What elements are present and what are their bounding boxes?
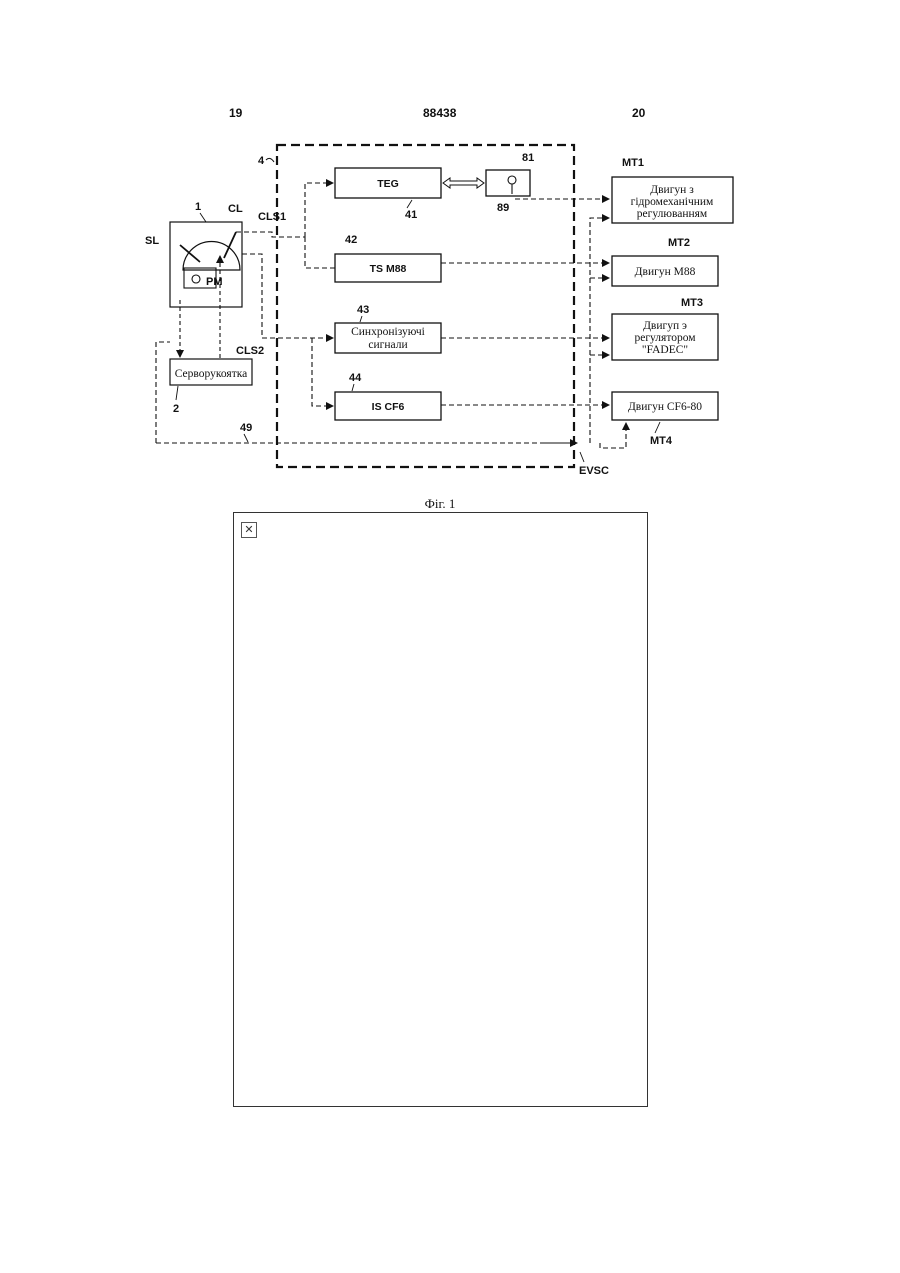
module-81-box	[486, 170, 530, 196]
mt4-label: Двигун CF6-80	[628, 401, 702, 413]
module-81-number: 81	[522, 152, 534, 164]
evsc-label: EVSC	[579, 465, 609, 477]
mt2-tag: MT2	[668, 237, 690, 249]
evsc-bus	[590, 218, 609, 443]
pm-circle	[192, 275, 200, 283]
ts-label: TS M88	[370, 263, 407, 275]
cls1-to-teg	[305, 183, 333, 237]
mt1-line3: регулюванням	[637, 208, 708, 220]
mt4-tag: MT4	[650, 435, 673, 447]
sync-label-line1: Синхронізуючі	[351, 326, 425, 338]
cls1-label: CLS1	[258, 211, 286, 223]
cls1-to-ts	[305, 237, 335, 268]
servo-number: 2	[173, 403, 179, 415]
cl-label: CL	[228, 203, 243, 215]
cls2-to-is	[312, 338, 333, 406]
is-label: IS CF6	[372, 401, 405, 413]
lever-unit-number: 1	[195, 201, 201, 213]
module-81-sub: 89	[497, 202, 509, 214]
mt1-tag: MT1	[622, 157, 644, 169]
image-placeholder-frame: ✕	[233, 512, 648, 1107]
evsc-to-mt4	[600, 423, 626, 448]
servo-label: Серворукоятка	[175, 368, 247, 380]
module-81-circle	[508, 176, 516, 184]
line-49-label: 49	[240, 422, 252, 434]
teg-label: TEG	[377, 178, 399, 190]
broken-image-icon: ✕	[241, 522, 257, 538]
mt1-line1: Двигун з	[650, 184, 694, 196]
boundary-label: 4	[258, 155, 265, 167]
is-number: 44	[349, 372, 362, 384]
teg-number: 41	[405, 209, 417, 221]
teg-81-link	[443, 178, 484, 188]
sync-label-line2: сигнали	[368, 339, 407, 351]
cls1-signal	[236, 232, 305, 237]
sl-label: SL	[145, 235, 159, 247]
cls2-label: CLS2	[236, 345, 264, 357]
mt2-label: Двигун M88	[635, 266, 696, 278]
ts-number: 42	[345, 234, 357, 246]
mt3-line2: регулятором	[634, 332, 696, 344]
lever-unit-box	[170, 222, 242, 307]
cls2-signal	[242, 254, 333, 338]
sl-lever	[180, 245, 200, 262]
figure-caption: Фіг. 1	[0, 496, 880, 512]
block-diagram: 4 1 CL SL PM Серворукоятка 2 CLS1 CLS2 4…	[0, 0, 900, 500]
mt1-line2: гідромеханічним	[631, 196, 714, 208]
mt3-tag: MT3	[681, 297, 703, 309]
mt3-line1: Двигуп э	[643, 320, 687, 332]
mt3-line3: "FADEC"	[642, 344, 688, 356]
sync-number: 43	[357, 304, 369, 316]
